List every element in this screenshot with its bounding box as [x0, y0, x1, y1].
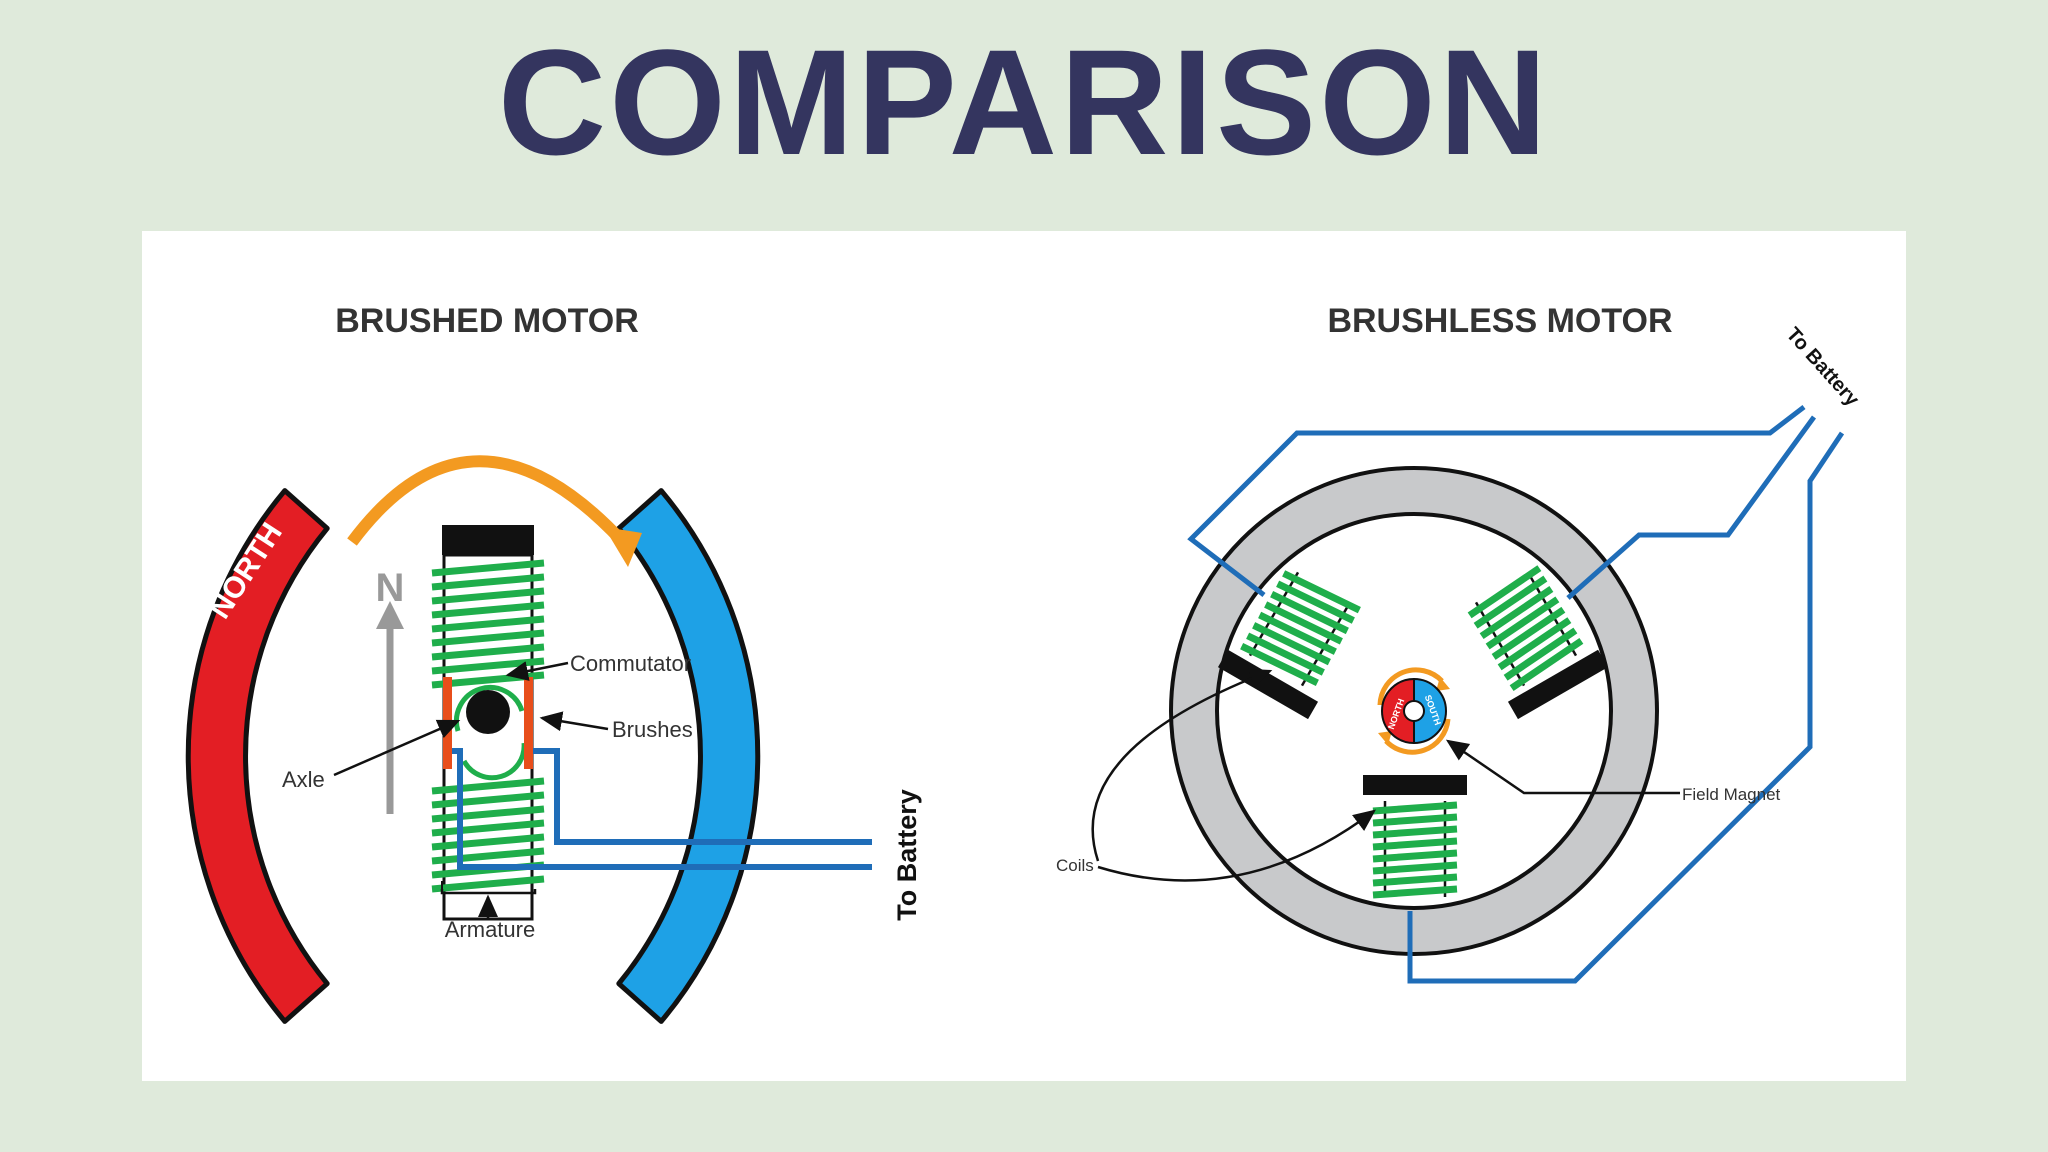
rotation-arrowhead [604, 527, 642, 567]
page-title: COMPARISON [497, 18, 1551, 186]
diagram-panel: BRUSHED MOTOR NORTH SOUTH N [142, 231, 1906, 1081]
stator-inner-edge [1215, 512, 1613, 910]
stator-ring [1171, 468, 1657, 954]
commutator-pointer [505, 661, 569, 681]
n-marker: N [376, 566, 405, 610]
brushless-motor-heading: BRUSHLESS MOTOR [1327, 302, 1672, 340]
rotation-arrow [347, 455, 627, 546]
north-magnet [185, 488, 330, 1024]
commutator-segment-right [461, 742, 527, 781]
north-direction-arrowhead [376, 601, 404, 629]
armature-bracket [440, 889, 537, 895]
rotor-rotation-arrow-bottom [1384, 718, 1451, 755]
axle-pointer [333, 719, 461, 777]
coils-pointer-lower [1097, 809, 1376, 882]
armature-label: Armature [445, 917, 535, 942]
brushes-label: Brushes [612, 717, 693, 742]
commutator-segment-left [453, 684, 525, 732]
commutator-label: Commutator [570, 651, 691, 676]
rotor-hub [1403, 700, 1425, 722]
brushed-battery-label: To Battery [892, 789, 922, 921]
brush-right [524, 677, 533, 769]
brushes-pointer [539, 711, 609, 732]
rotor-north-half [1381, 677, 1415, 745]
coils-label: Coils [1056, 856, 1094, 875]
motor-comparison-diagram: BRUSHED MOTOR NORTH SOUTH N [185, 302, 1864, 1024]
armature-cap [442, 525, 534, 555]
coil-bottom [1363, 775, 1467, 899]
field-magnet-label: Field Magnet [1682, 785, 1781, 804]
field-magnet-pointer [1445, 739, 1680, 795]
brushed-motor-heading: BRUSHED MOTOR [335, 302, 639, 340]
axle-label: Axle [282, 767, 325, 792]
coils-pointer-upper [1091, 668, 1273, 862]
axle [466, 690, 510, 734]
rotor-south-half [1413, 677, 1447, 745]
brushless-battery-wires [1187, 405, 1845, 984]
brushless-battery-label: To Battery [1782, 323, 1864, 411]
south-magnet [616, 488, 761, 1024]
coil-upper-right [1467, 565, 1609, 720]
brushed-battery-wires [452, 748, 872, 870]
rotor-rotation-arrow-top [1377, 667, 1444, 706]
stator-outer-edge [1169, 466, 1659, 956]
